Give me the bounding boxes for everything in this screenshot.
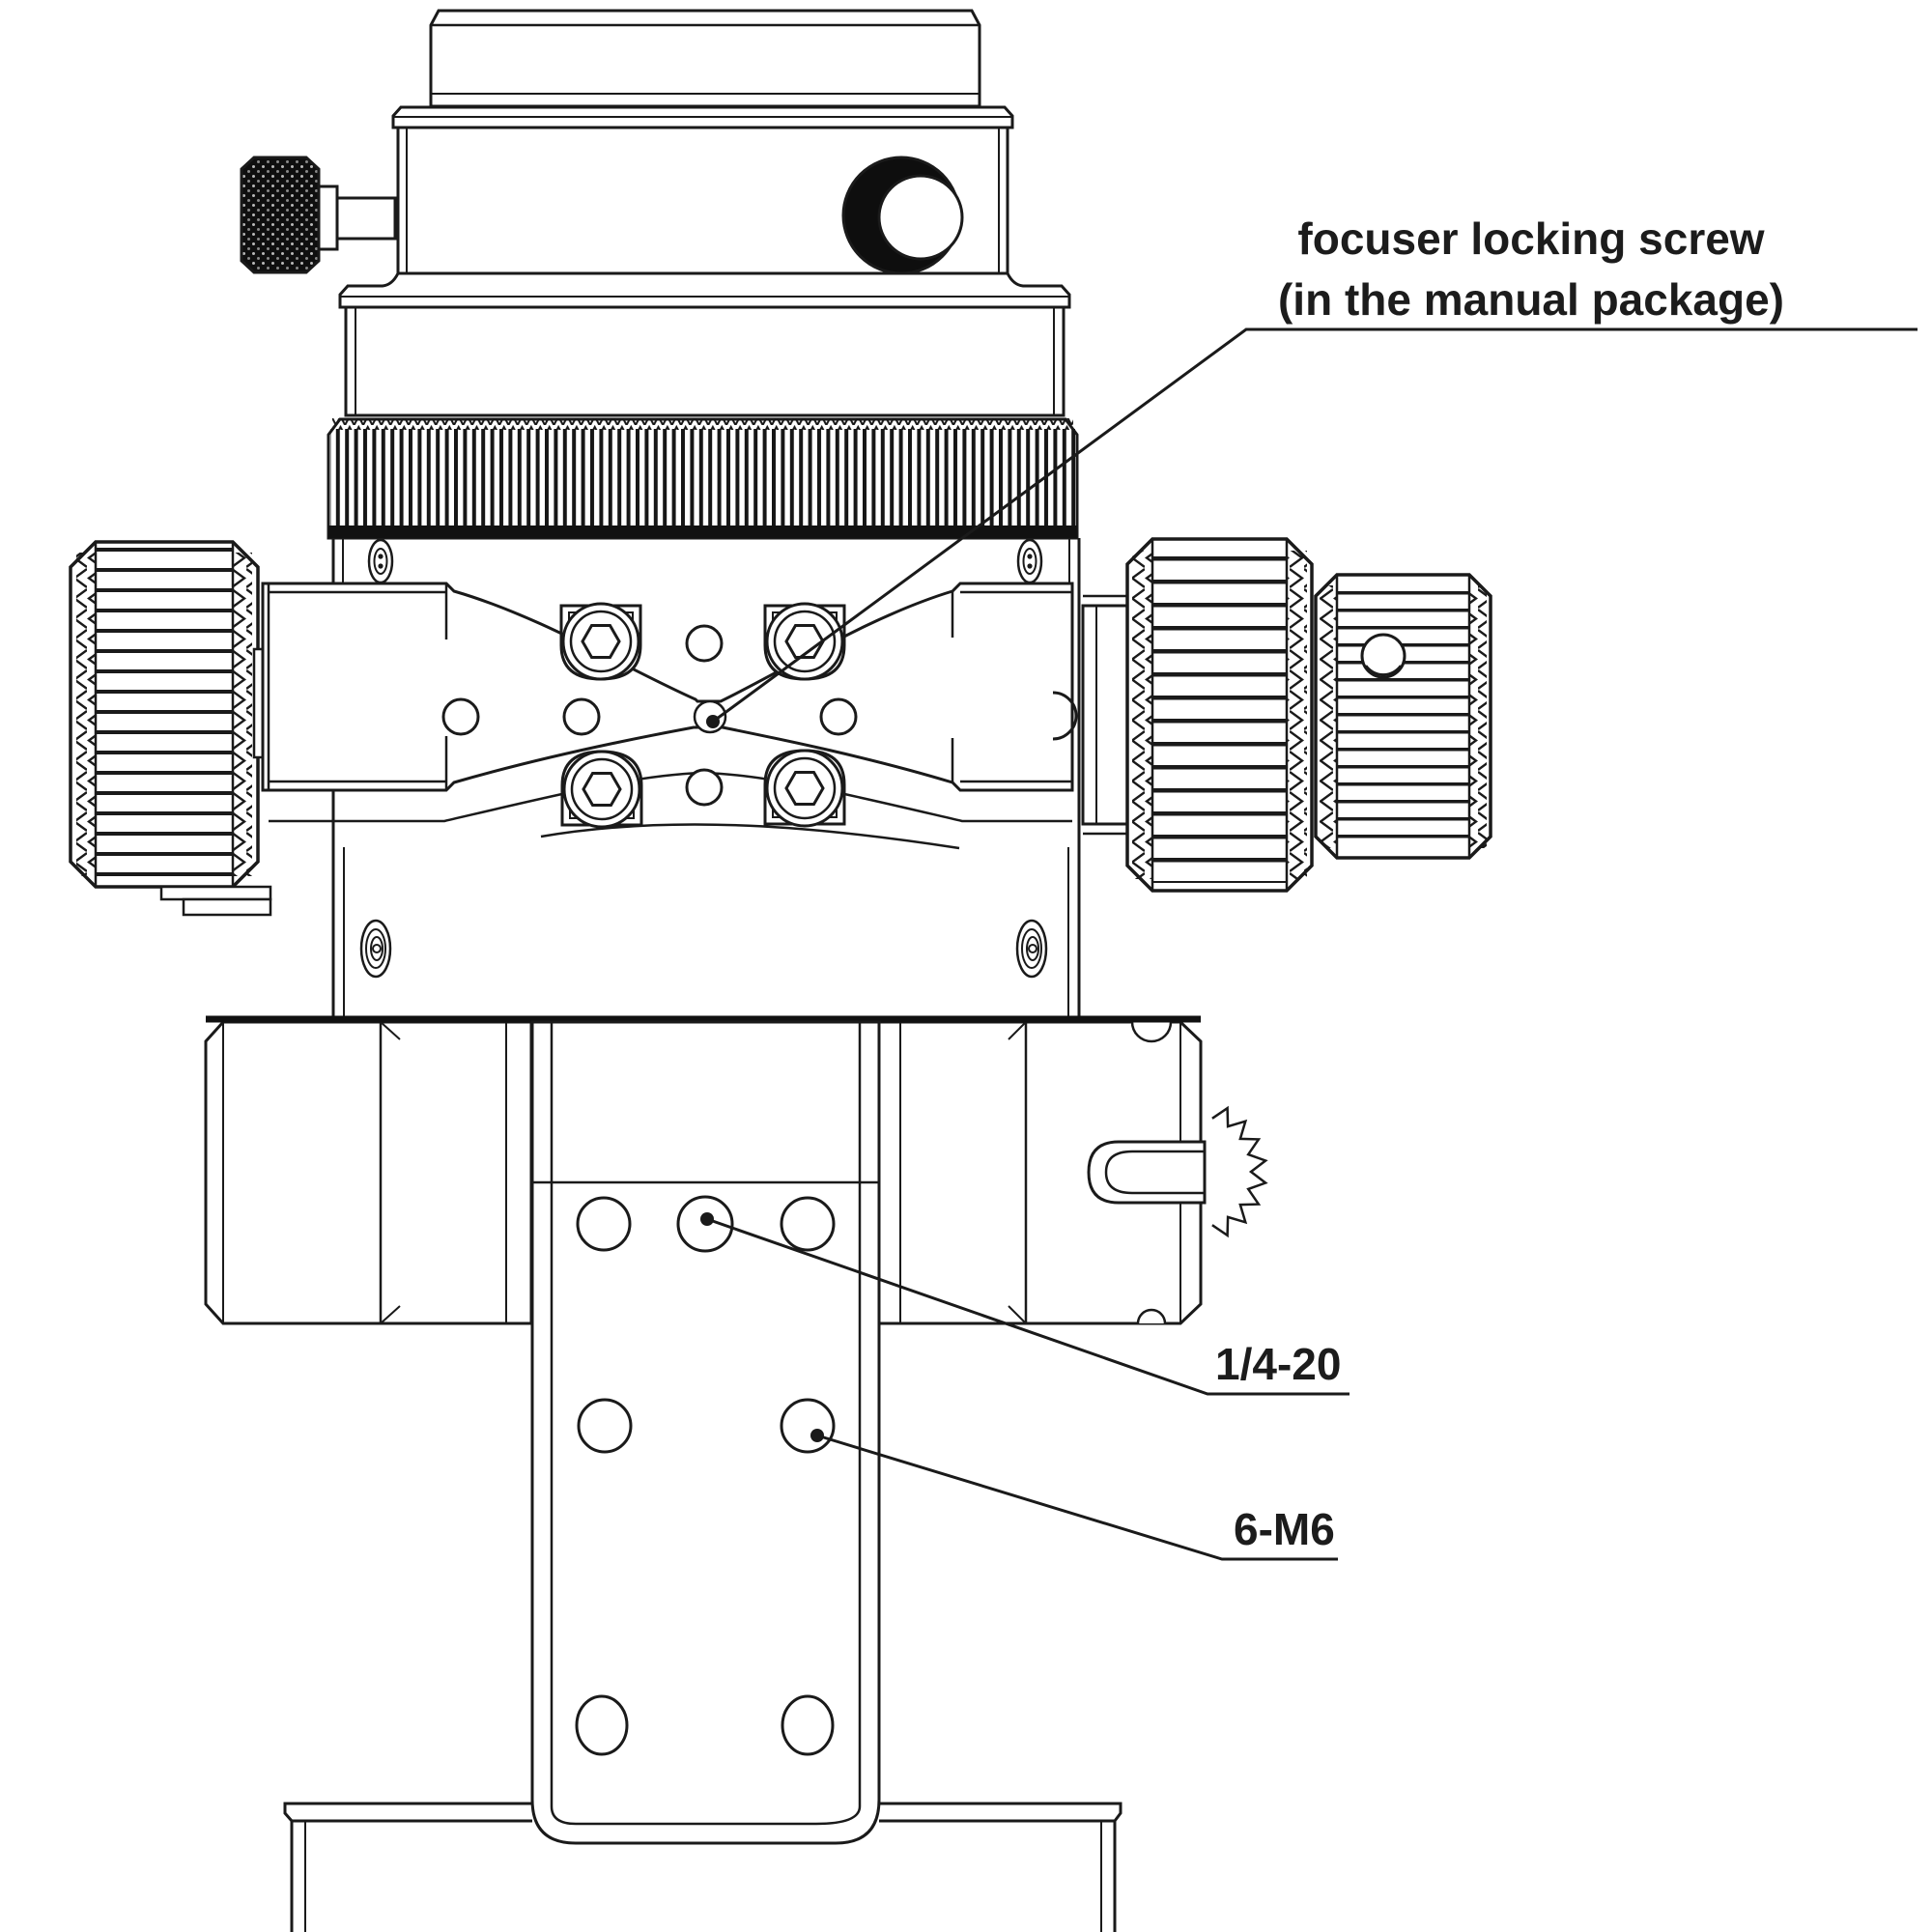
callout-mount-holes: 6-M6 — [816, 1434, 1338, 1561]
fine-focus-knob[interactable] — [1310, 573, 1492, 860]
fine-knob-hole — [1360, 633, 1406, 679]
flange-screw-right — [1016, 538, 1043, 584]
drawtube-tension-thumbscrew[interactable] — [240, 156, 397, 274]
dovetail-bracket — [261, 582, 1078, 850]
bracket-hole-3 — [819, 697, 858, 736]
block-top-notch — [1130, 1021, 1173, 1043]
ring-knurl — [330, 429, 1075, 526]
thumbscrew-knob — [240, 156, 321, 274]
bracket-edge-hole — [1052, 691, 1078, 741]
callout-focuser-locking-screw: focuser locking screw (in the manual pac… — [706, 213, 1918, 728]
leader-dot-locking-screw — [706, 715, 720, 728]
bracket-hex-screw-top-left — [559, 602, 642, 681]
ring-bottom-edge — [328, 526, 1077, 538]
flange-screw-left — [367, 538, 394, 584]
clamp-lever[interactable] — [1087, 1140, 1207, 1205]
bracket-hex-screw-top-right — [763, 602, 846, 681]
m6-hole-5 — [575, 1694, 629, 1756]
label-focuser-locking-screw-line2: (in the manual package) — [1278, 274, 1784, 325]
bracket-hole-top — [685, 624, 724, 663]
clamp-block-left — [204, 1020, 533, 1325]
rotation-ring[interactable] — [327, 417, 1079, 540]
label-quarter-20: 1/4-20 — [1215, 1339, 1341, 1389]
thumbscrew-shaft — [333, 196, 397, 241]
rotator-housing — [338, 272, 1071, 417]
m6-hole-3 — [577, 1398, 633, 1454]
tube-screw-right — [1015, 919, 1048, 979]
label-6m6: 6-M6 — [1234, 1504, 1335, 1554]
m6-hole-4 — [780, 1398, 836, 1454]
leader-line-quarter-20 — [706, 1217, 1350, 1396]
focuser-flange — [331, 538, 1081, 583]
coarse-focus-knob-right[interactable] — [1125, 537, 1314, 893]
focuser-locking-screw-hole — [841, 156, 964, 275]
m6-hole-6 — [781, 1694, 835, 1756]
tube-flange — [283, 1802, 1122, 1932]
leader-line-6m6 — [816, 1434, 1338, 1561]
label-focuser-locking-screw-line1: focuser locking screw — [1297, 213, 1764, 264]
bracket-hex-screw-bottom-right — [763, 749, 846, 828]
callout-tripod-thread: 1/4-20 — [706, 1217, 1350, 1396]
ring-teeth — [332, 418, 1073, 430]
block-bottom-notch — [1136, 1308, 1167, 1324]
clamp-thumbwheel[interactable] — [1211, 1105, 1268, 1238]
tube-screw-left — [359, 919, 392, 979]
drawtube-top — [429, 9, 981, 108]
mounting-foot — [530, 1020, 881, 1845]
m6-hole-2 — [780, 1196, 836, 1252]
coarse-focus-knob-left[interactable] — [69, 540, 272, 917]
knob-step — [159, 885, 272, 901]
m6-hole-1 — [576, 1196, 632, 1252]
focuser-bearing-block — [1081, 594, 1129, 836]
bracket-hex-screw-bottom-left — [560, 750, 643, 829]
leader-line-locking-screw — [712, 327, 1918, 724]
knob-step2 — [182, 897, 272, 917]
bracket-hole-bottom — [685, 768, 724, 807]
bracket-hole-1 — [441, 697, 480, 736]
bracket-hole-2 — [562, 697, 601, 736]
